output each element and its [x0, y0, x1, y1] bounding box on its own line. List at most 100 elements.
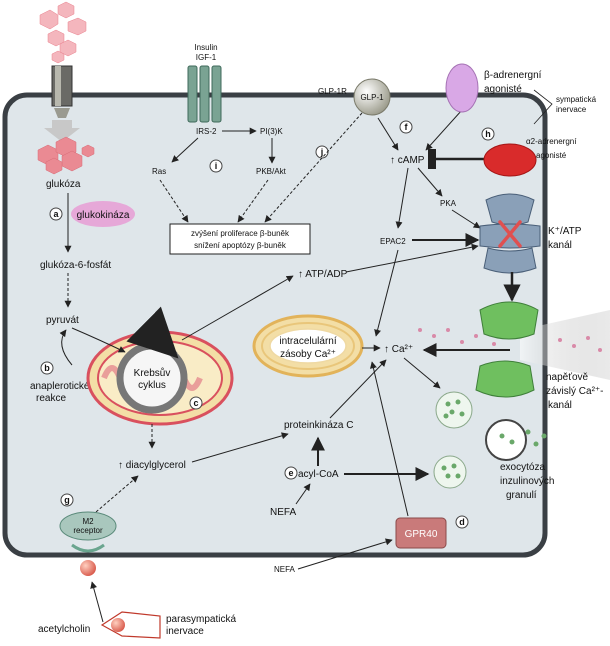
katp-label-2: kanál: [548, 240, 572, 251]
anaplerotic-label-2: reakce: [36, 393, 66, 404]
arrow-glp1-proliferation: [264, 112, 363, 223]
svg-text:f: f: [405, 122, 409, 132]
marker-g: g: [60, 493, 74, 507]
nefa-label-outside: NEFA: [274, 565, 296, 574]
acetylcholine-molecule: [80, 560, 96, 576]
glp1-label: GLP-1: [360, 93, 384, 102]
marker-b: b: [40, 361, 54, 375]
proliferation-box: [169, 223, 311, 255]
marker-e: e: [284, 466, 298, 480]
pi3k-label: PI(3)K: [260, 127, 283, 136]
insulin-granule: [435, 391, 473, 429]
glp1-receptor: [353, 78, 391, 116]
svg-text:e: e: [288, 468, 293, 478]
svg-text:j: j: [320, 147, 324, 157]
svg-text:c: c: [193, 398, 198, 408]
m2-label-1: M2: [82, 517, 94, 526]
arrow-dag-pkc: [191, 432, 289, 463]
intracellular-ca-stores: [252, 314, 364, 378]
svg-text:d: d: [459, 517, 465, 527]
svg-text:g: g: [64, 495, 70, 505]
katp-channel: [479, 193, 541, 274]
insulin-label: Insulin: [194, 43, 217, 52]
glucose-entry-arrow: [44, 120, 80, 142]
glucose-label: glukóza: [46, 179, 81, 190]
insulin-granule: [433, 455, 467, 489]
arrow-ach-m2: [90, 581, 104, 623]
m2-label-2: receptor: [73, 526, 103, 535]
glucose-cluster-outside: [39, 1, 87, 64]
svg-text:a: a: [53, 209, 59, 219]
arrow-krebs-atp: [181, 275, 294, 341]
katp-label-1: K⁺/ATP: [548, 226, 582, 237]
pkb-label: PKB/Akt: [256, 167, 287, 176]
atp-adp-label: ↑ ATP/ADP: [298, 269, 348, 280]
marker-j: j: [315, 145, 329, 159]
glp1r-label: GLP-1R: [318, 87, 347, 96]
katp-closed-icon: [498, 220, 522, 248]
camp-label: ↑ cAMP: [390, 155, 425, 166]
sympathetic-label-1: sympatická: [556, 95, 597, 104]
krebs-label-1: Krebsův: [134, 367, 171, 379]
marker-h: h: [481, 127, 495, 141]
sympathetic-label-2: inervace: [556, 105, 587, 114]
marker-i: i: [209, 159, 223, 173]
alpha-label-1: α2-adrenergní: [526, 137, 577, 146]
arrow-atp-katp: [345, 243, 479, 273]
arrow-ca-granules: [403, 357, 441, 389]
exocytosis-label-3: granulí: [506, 490, 537, 501]
exocytosis-label-2: inzulinových: [500, 476, 554, 487]
intra-label-1: intracelulární: [279, 336, 336, 347]
pkc-label: proteinkináza C: [284, 420, 353, 431]
anaplerotic-label-1: anaplerotické: [30, 381, 90, 392]
ras-label: Ras: [152, 167, 166, 176]
svg-text:b: b: [44, 363, 50, 373]
parasympathetic-terminal: [100, 611, 161, 639]
intra-label-2: zásoby Ca²⁺: [280, 349, 336, 360]
m2-receptor: [59, 511, 117, 541]
igf1-label: IGF-1: [196, 53, 217, 62]
marker-d: d: [455, 515, 469, 529]
marker-c: c: [189, 396, 203, 410]
g6p-label: glukóza-6-fosfát: [40, 260, 111, 271]
marker-f: f: [399, 120, 413, 134]
voltage-gated-ca-channel: [475, 301, 539, 398]
pka-label: PKA: [440, 199, 457, 208]
pyruvate-label: pyruvát: [46, 315, 79, 326]
acetylcholine-label: acetylcholin: [38, 624, 90, 635]
svg-text:h: h: [485, 129, 491, 139]
beta-label-2: agonisté: [484, 84, 522, 95]
beta-adrenergic-receptor: [445, 63, 479, 113]
insulin-receptor: [187, 65, 222, 123]
arrow-pyruvate-krebs: [71, 327, 126, 353]
svg-text:i: i: [215, 161, 218, 171]
irs2-label: IRS-2: [196, 127, 217, 136]
glucokinase-enzyme: [71, 201, 135, 227]
proliferation-label-2: snížení apoptózy β-buněk: [194, 241, 287, 250]
acylcoa-label: acyl-CoA: [298, 469, 339, 480]
exocytosis-label-1: exocytóza: [500, 462, 545, 473]
glucose-transporter: [51, 65, 73, 118]
parasympathetic-label-1: parasympatická: [166, 614, 236, 625]
glucokinase-label: glukokináza: [77, 210, 130, 221]
calcium-influx-beam: [520, 310, 610, 380]
diacylglycerol-label: ↑ diacylglycerol: [118, 460, 186, 471]
vdcc-label-1: napěťově: [546, 372, 589, 383]
glucose-cluster-inside: [37, 136, 95, 175]
parasympathetic-label-2: inervace: [166, 626, 204, 637]
arrow-anaplerotic: [59, 329, 73, 366]
proliferation-label-1: zvýšení proliferace β-buněk: [191, 229, 290, 238]
arrow-m2-dag: [95, 475, 139, 513]
exocytosing-granule: [485, 419, 547, 461]
krebs-label-2: cyklus: [138, 380, 166, 391]
epac2-label: EPAC2: [380, 237, 406, 246]
alpha-label-2: agonisté: [536, 151, 567, 160]
gpr40-receptor: [395, 517, 447, 549]
calcium-label: ↑ Ca²⁺: [384, 344, 413, 355]
nefa-label-inside: NEFA: [270, 507, 296, 518]
marker-a: a: [49, 207, 63, 221]
alpha2-adrenergic-receptor: [483, 143, 537, 177]
vdcc-label-3: kanál: [548, 400, 572, 411]
gpr40-label: GPR40: [405, 529, 438, 540]
